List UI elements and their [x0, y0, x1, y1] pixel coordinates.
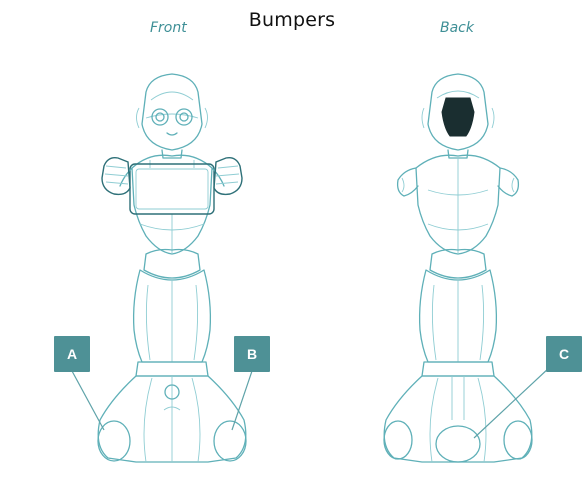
- back-robot: [383, 73, 533, 463]
- back-head: [427, 73, 489, 151]
- leader-line-c: [473, 366, 551, 439]
- front-tablet: [129, 163, 215, 215]
- back-head-panel: [441, 97, 475, 137]
- callout-b: B: [234, 336, 270, 372]
- front-torso: [131, 154, 213, 255]
- front-base: [97, 375, 247, 463]
- front-right-hand: [213, 156, 243, 196]
- front-left-eye: [151, 108, 169, 126]
- back-base: [383, 375, 533, 463]
- back-view-label: Back: [440, 20, 474, 36]
- bumper-c-back: [435, 425, 481, 463]
- bumper-b-front: [213, 420, 247, 462]
- front-robot: [97, 73, 247, 463]
- leader-line-b: [231, 370, 253, 431]
- leader-line-a: [71, 370, 105, 431]
- callout-c: C: [546, 336, 582, 372]
- back-torso: [415, 154, 501, 255]
- bumper-a-front: [97, 420, 131, 462]
- front-view-label: Front: [150, 20, 187, 36]
- front-head: [141, 73, 203, 151]
- diagram-title: Bumpers: [248, 9, 336, 31]
- front-left-hand: [101, 156, 131, 196]
- callout-a: A: [54, 336, 90, 372]
- front-right-eye: [175, 108, 193, 126]
